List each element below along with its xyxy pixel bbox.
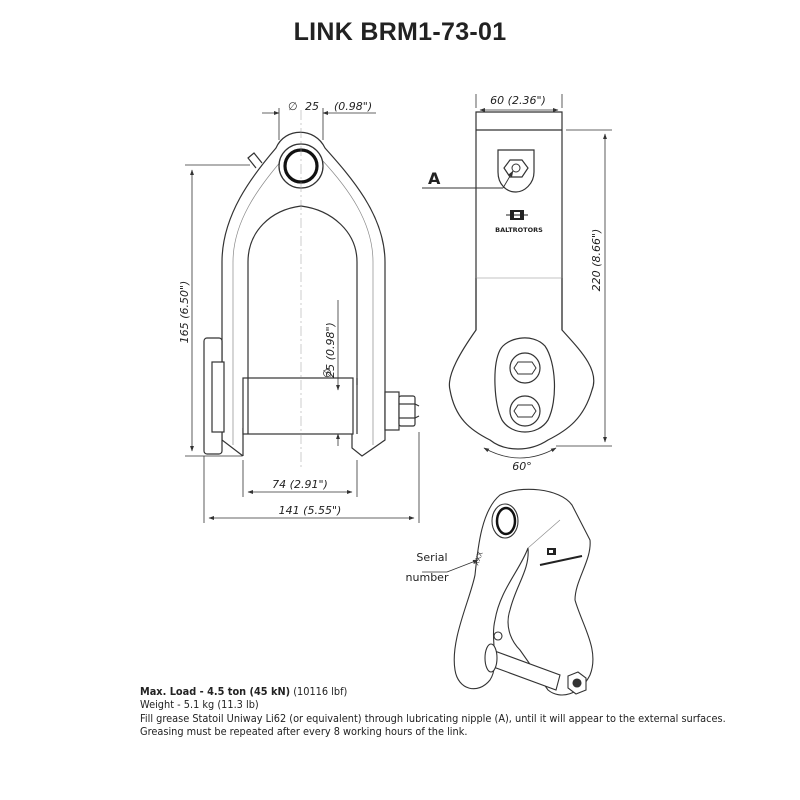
dim-side-width: 60 (2.36") [490,94,546,107]
dim-overall-width: 141 (5.55") [279,504,342,517]
dim-height: 165 (6.50") [178,281,191,344]
baltrotors-logo-icon [506,210,528,220]
grease-instruction: Fill grease Statoil Uniway Li62 (or equi… [140,712,726,725]
max-load-label: Max. Load - 4.5 ton (45 kN) [140,686,291,698]
dim-top-pin-dia: 25 [305,100,319,113]
shackle-outline [221,131,386,457]
grease-nipple [503,159,529,178]
iso-logo-icon [547,548,556,555]
side-dimensions [475,94,612,459]
iso-outline [453,488,594,696]
greasing-interval: Greasing must be repeated after every 8 … [140,726,468,739]
weight-row: Weight - 5.1 kg (11.3 lb) [140,699,259,712]
dim-top-pin-dia-in: (0.98") [334,100,372,113]
notes-block: Max. Load - 4.5 ton (45 kN) (10116 lbf) … [140,686,726,740]
bottom-pin [242,377,354,435]
callout-a-label: A [428,169,441,188]
dim-pin-dia: 25 (0.98") [324,322,337,378]
front-dimensions [185,108,420,523]
side-view [448,111,595,450]
logo-text: BALTROTORS [495,226,543,234]
serial-label-line1: Serial [416,551,447,564]
front-view [203,110,420,470]
diameter-symbol-icon: ∅ [321,368,334,378]
dim-side-height: 220 (8.66") [590,229,603,292]
dim-inner-width: 74 (2.91") [272,478,328,491]
serial-label-line2: number [406,571,449,584]
drawing-title: LINK BRM1-73-01 [293,18,507,46]
pin-nut [398,395,416,427]
diameter-symbol-icon: ∅ [288,100,298,113]
dim-angle: 60° [512,460,532,473]
isometric-view [453,488,594,696]
max-load-extra: (10116 lbf) [293,686,348,698]
max-load-row: Max. Load - 4.5 ton (45 kN) (10116 lbf) [140,686,717,699]
